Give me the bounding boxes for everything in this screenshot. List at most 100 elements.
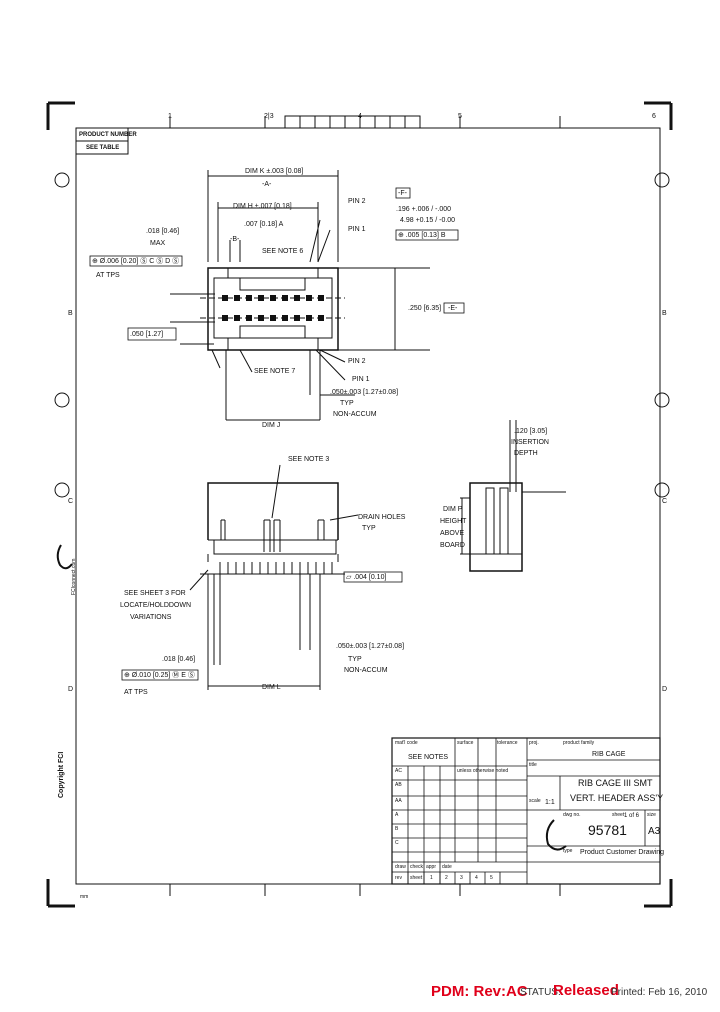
datum-a-label: -A- bbox=[262, 181, 272, 188]
date-column-label: date bbox=[442, 864, 452, 870]
status-label: STATUS: bbox=[520, 987, 561, 998]
see-sheet-3-line1: SEE SHEET 3 FOR bbox=[124, 590, 186, 597]
position-tolerance-2: ⊕ .005 [0.13] B bbox=[398, 232, 446, 239]
dim-018-label: .018 [0.46] bbox=[146, 228, 180, 235]
zone-label-top-3: 4 bbox=[358, 113, 362, 120]
at-tps-2-label: AT TPS bbox=[124, 689, 148, 696]
zone-label-top-1: 1 bbox=[168, 113, 172, 120]
scale-value: 1:1 bbox=[545, 799, 555, 806]
see-sheet-3-line3: VARIATIONS bbox=[130, 614, 172, 621]
dim-j-label: DIM J bbox=[262, 422, 281, 429]
see-notes-value: SEE NOTES bbox=[408, 754, 449, 761]
material-code-label: mat'l code bbox=[395, 740, 418, 746]
tolerance-metric-label: 4.98 +0.15 / -0.00 bbox=[400, 217, 456, 224]
title-label: title bbox=[529, 762, 537, 768]
zone-label-right-d: D bbox=[662, 686, 668, 693]
flatness-label: ▱ .004 [0.10] bbox=[346, 574, 387, 581]
rev-row-label: C bbox=[395, 840, 399, 846]
zone-label-left-b: B bbox=[68, 310, 73, 317]
zone-label-top-5: 6 bbox=[652, 113, 656, 120]
dim-250-label: .250 [6.35] bbox=[408, 305, 442, 312]
position-tolerance-3: ⊕ Ø.010 [0.25] Ⓜ E Ⓢ bbox=[124, 672, 195, 679]
see-table-label: SEE TABLE bbox=[86, 145, 120, 151]
typ-2-label: TYP bbox=[348, 656, 362, 663]
pin-1-top-label: PIN 1 bbox=[348, 226, 366, 233]
rev-row-label: A bbox=[395, 812, 399, 818]
bottom-row-cell: 5 bbox=[490, 875, 493, 881]
dim-050-label: .050 [1.27] bbox=[130, 331, 164, 338]
sheet-label: sheet bbox=[612, 812, 625, 818]
zone-label-left-d: D bbox=[68, 686, 74, 693]
bottom-row-cell: 2 bbox=[445, 875, 448, 881]
zone-label-right-c: C bbox=[662, 498, 668, 505]
drawing-number-label: dwg no. bbox=[563, 812, 581, 818]
projection-label: proj. bbox=[529, 740, 539, 746]
pdm-revision: PDM: Rev:AC bbox=[431, 983, 528, 1000]
at-tps-label: AT TPS bbox=[96, 272, 120, 279]
drain-typ-label: TYP bbox=[362, 525, 376, 532]
scale-label: scale bbox=[529, 798, 541, 804]
dim-018b-label: .018 [0.46] bbox=[162, 656, 196, 663]
title-line-2: VERT. HEADER ASS'Y bbox=[570, 793, 664, 803]
bottom-row-cell: 4 bbox=[475, 875, 478, 881]
height-label: HEIGHT bbox=[440, 518, 467, 525]
tolerance-label: tolerance bbox=[497, 740, 518, 746]
dim-p-label: DIM P bbox=[443, 506, 463, 513]
bottom-row-cell: 1 bbox=[430, 875, 433, 881]
dim-120-label: .120 [3.05] bbox=[514, 428, 548, 435]
units-mm-label: mm bbox=[80, 894, 89, 900]
pin-2-bottom-label: PIN 2 bbox=[348, 358, 366, 365]
title-line-1: RIB CAGE III SMT bbox=[578, 778, 653, 788]
rev-row-label: AA bbox=[395, 798, 402, 804]
rev-row-label: B bbox=[395, 826, 399, 832]
copyright-text: Copyright FCI bbox=[58, 751, 65, 798]
see-note-3-label: SEE NOTE 3 bbox=[288, 456, 330, 463]
draw-column-label: draw bbox=[395, 864, 406, 870]
printed-date: Printed: Feb 16, 2010 bbox=[611, 987, 708, 998]
datum-b-label: -B- bbox=[230, 236, 240, 243]
zone-label-left-c: C bbox=[68, 498, 74, 505]
type-label: type bbox=[563, 848, 573, 854]
pin-2-top-label: PIN 2 bbox=[348, 198, 366, 205]
non-accum-2-label: NON-ACCUM bbox=[344, 667, 388, 674]
product-family-label: product family bbox=[563, 740, 595, 746]
position-tolerance-1: ⊕ Ø.006 [0.20] Ⓢ C Ⓢ D Ⓢ bbox=[92, 258, 180, 265]
max-label: MAX bbox=[150, 240, 166, 247]
typ-label: TYP bbox=[340, 400, 354, 407]
pin-1-bottom-label: PIN 1 bbox=[352, 376, 370, 383]
bottom-row-cell: rev bbox=[395, 875, 402, 881]
product-family-value: RIB CAGE bbox=[592, 751, 626, 758]
datum-e-label: -E- bbox=[448, 305, 458, 312]
rev-row-label: AC bbox=[395, 768, 402, 774]
dim-h-label: DIM H ±.007 [0.18] bbox=[233, 203, 292, 210]
see-note-7-label: SEE NOTE 7 bbox=[254, 368, 296, 375]
dim-k-label: DIM K ±.003 [0.08] bbox=[245, 168, 304, 175]
surface-label: surface bbox=[457, 740, 474, 746]
product-number-label: PRODUCT NUMBER bbox=[79, 132, 137, 138]
zone-label-top-2: 2|3 bbox=[264, 113, 274, 120]
above-label: ABOVE bbox=[440, 530, 465, 537]
pitch-label: .050±.003 [1.27±0.08] bbox=[330, 389, 399, 396]
unless-noted-label: unless otherwise noted bbox=[457, 768, 509, 774]
check-column-label: check bbox=[410, 864, 424, 870]
depth-label: DEPTH bbox=[514, 450, 538, 457]
type-value: Product Customer Drawing bbox=[580, 849, 665, 856]
bottom-row-cell: 3 bbox=[460, 875, 463, 881]
fci-web-text: FCIconnect.com bbox=[71, 558, 77, 595]
see-sheet-3-line2: LOCATE/HOLDDOWN bbox=[120, 602, 192, 609]
see-note-6-label: SEE NOTE 6 bbox=[262, 248, 304, 255]
tolerance-plus-label: .196 +.006 / -.000 bbox=[396, 206, 452, 213]
size-value: A3 bbox=[648, 826, 661, 837]
rev-row-label: AB bbox=[395, 782, 402, 788]
size-label: size bbox=[647, 812, 656, 818]
zone-label-right-b: B bbox=[662, 310, 667, 317]
drain-holes-label: DRAIN HOLES bbox=[358, 514, 406, 521]
sheet-value: 1 of 6 bbox=[624, 813, 640, 819]
datum-f-label: -F- bbox=[398, 190, 407, 197]
appr-column-label: appr bbox=[426, 864, 437, 870]
insertion-label: INSERTION bbox=[511, 439, 549, 446]
status-released: Released bbox=[553, 982, 619, 999]
dim-l-label: DIM L bbox=[262, 684, 281, 691]
pitch-2-label: .050±.003 [1.27±0.08] bbox=[336, 643, 405, 650]
